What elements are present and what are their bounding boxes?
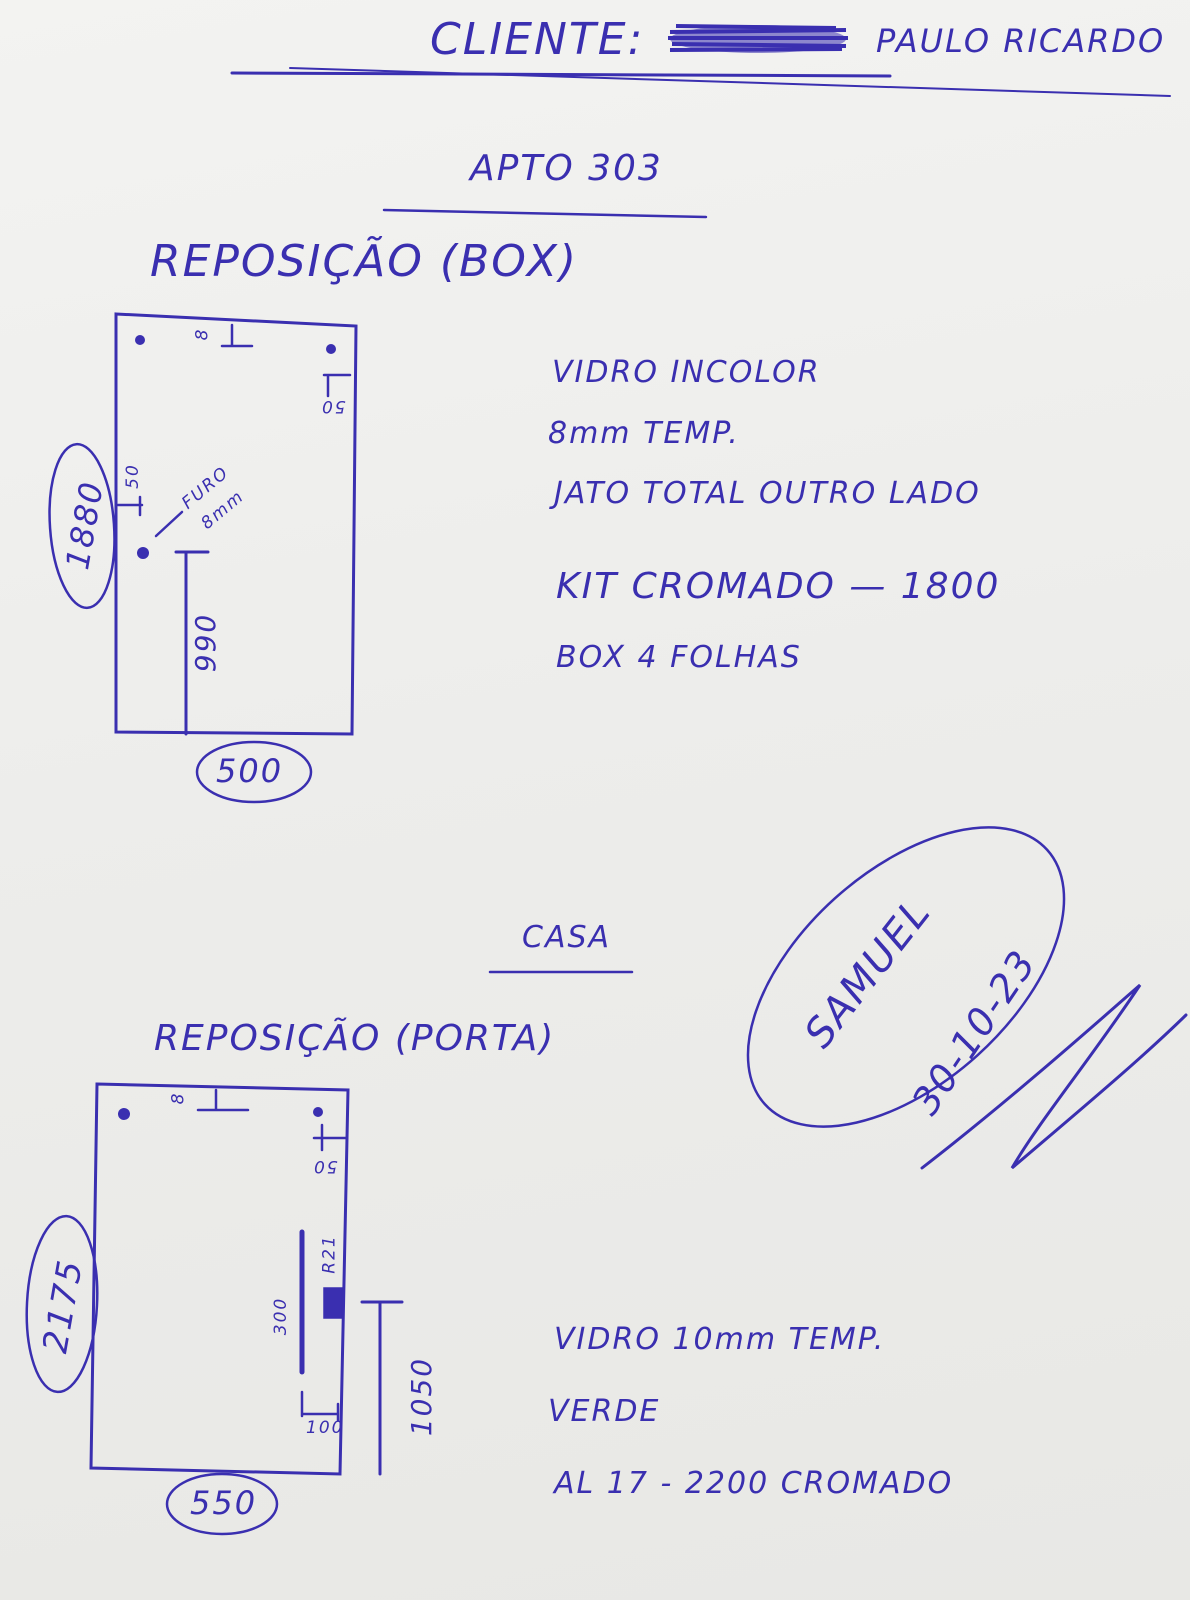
- section2-note-2: VERDE: [548, 1394, 661, 1429]
- section2-subtitle: REPOSIÇÃO (PORTA): [154, 1018, 556, 1059]
- section1-title: APTO 303: [470, 148, 663, 189]
- door-top-dim: 8: [168, 1091, 189, 1105]
- section1-note-5: BOX 4 FOLHAS: [556, 640, 802, 675]
- box-width: 500: [216, 752, 284, 790]
- door-bottom-dim: 100: [306, 1418, 345, 1438]
- handle-length-dim: 300: [271, 1296, 292, 1336]
- section1-note-3: JATO TOTAL OUTRO LADO: [554, 476, 981, 511]
- box-right-dim: 50: [320, 396, 346, 416]
- section1-subtitle: REPOSIÇÃO (BOX): [150, 236, 578, 287]
- door-width: 550: [190, 1484, 258, 1522]
- redacted-scribble: [668, 24, 848, 53]
- section1-note-4: KIT CROMADO — 1800: [556, 566, 1001, 607]
- section1-note-1: VIDRO INCOLOR: [552, 355, 821, 390]
- door-side-dim: 1050: [405, 1356, 439, 1437]
- section2-title: CASA: [522, 920, 612, 955]
- section2-note-3: AL 17 - 2200 CROMADO: [554, 1466, 954, 1501]
- client-label: CLIENTE:: [430, 14, 645, 65]
- client-name: PAULO RICARDO: [876, 22, 1166, 60]
- door-right-dim: 50: [312, 1156, 338, 1176]
- box-top-dim: 8: [192, 327, 213, 341]
- lock-radius-label: R21: [319, 1234, 340, 1274]
- section2-note-1: VIDRO 10mm TEMP.: [554, 1322, 886, 1357]
- section1-note-2: 8mm TEMP.: [548, 416, 740, 451]
- box-left-dim: 50: [122, 463, 143, 489]
- box-height-dim: 990: [189, 612, 223, 673]
